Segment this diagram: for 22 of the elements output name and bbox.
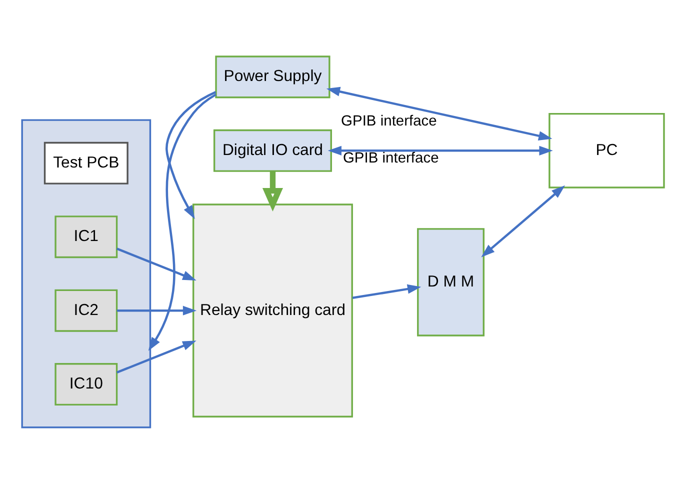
edge-label: GPIB interface [341, 113, 437, 130]
arrow [166, 91, 216, 220]
arrow [328, 146, 553, 156]
arrow [352, 284, 422, 300]
node-box: Digital IO card [213, 129, 332, 172]
arrow [262, 171, 283, 212]
node-box: IC1 [54, 216, 118, 258]
edge-label: GPIB interface [342, 150, 439, 166]
node-box: Relay switching card [192, 204, 353, 418]
node-box: PC [548, 112, 665, 188]
arrow [481, 185, 566, 258]
node-box: IC10 [54, 363, 118, 406]
arrow [148, 94, 216, 351]
node-box: Test PCB [44, 142, 128, 184]
arrow [116, 248, 196, 280]
cluster [21, 119, 152, 428]
node-box: Power Supply [215, 56, 330, 98]
arrow [116, 306, 197, 316]
arrow [326, 86, 552, 141]
node-box: IC2 [54, 289, 118, 332]
arrow [116, 340, 196, 374]
node-box: D M M [417, 228, 485, 336]
